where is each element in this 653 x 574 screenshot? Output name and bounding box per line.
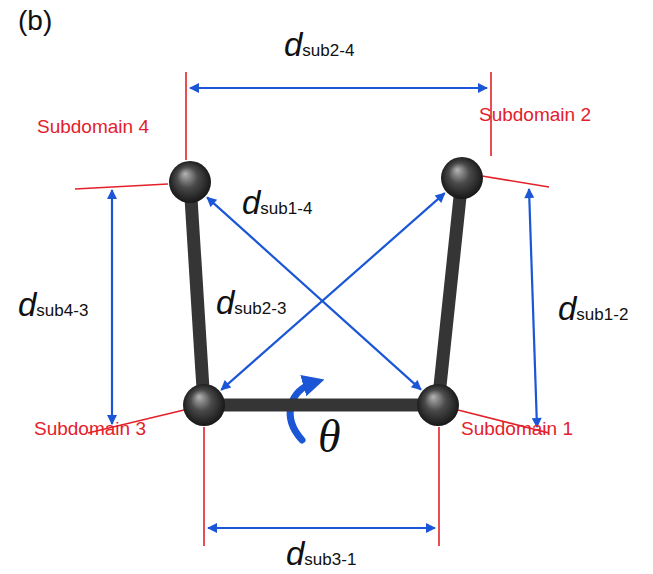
- dimension-arrows: [112, 88, 537, 528]
- distance-label: dsub1-4: [240, 186, 314, 219]
- sphere-body: [183, 384, 225, 426]
- connecting-rod: [219, 399, 423, 412]
- dimension-label: dsub4-3: [16, 288, 90, 321]
- subdomain-label: Subdomain 3: [34, 419, 146, 440]
- sphere-shape: [417, 384, 459, 426]
- subdomain-label: Subdomain 4: [37, 117, 149, 138]
- sphere-shape: [441, 157, 483, 199]
- dimension-label: dsub2-4: [282, 28, 356, 61]
- sphere-body: [169, 161, 211, 203]
- panel-letter: (b): [18, 6, 52, 37]
- sphere-shape: [169, 161, 211, 203]
- angle-symbol: θ: [318, 412, 341, 463]
- sphere-body: [441, 157, 483, 199]
- sphere-shape: [183, 384, 225, 426]
- connecting-rod: [191, 197, 203, 390]
- subdomain-sphere: Subdomain 4: [169, 161, 211, 203]
- dimension-label: dsub1-2: [556, 292, 630, 325]
- subdomain-label: Subdomain 2: [479, 105, 591, 126]
- subdomain-sphere: Subdomain 3: [183, 384, 225, 426]
- extension-lines: [75, 72, 549, 546]
- dimension-label: dsub3-1: [284, 537, 358, 570]
- subdomain-sphere: Subdomain 2: [441, 157, 483, 199]
- distance-label: dsub2-3: [214, 286, 288, 319]
- connecting-rod: [440, 193, 461, 390]
- sphere-body: [417, 384, 459, 426]
- subdomain-sphere: Subdomain 1: [417, 384, 459, 426]
- distance-arrow: [207, 197, 421, 389]
- subdomain-label: Subdomain 1: [461, 419, 573, 440]
